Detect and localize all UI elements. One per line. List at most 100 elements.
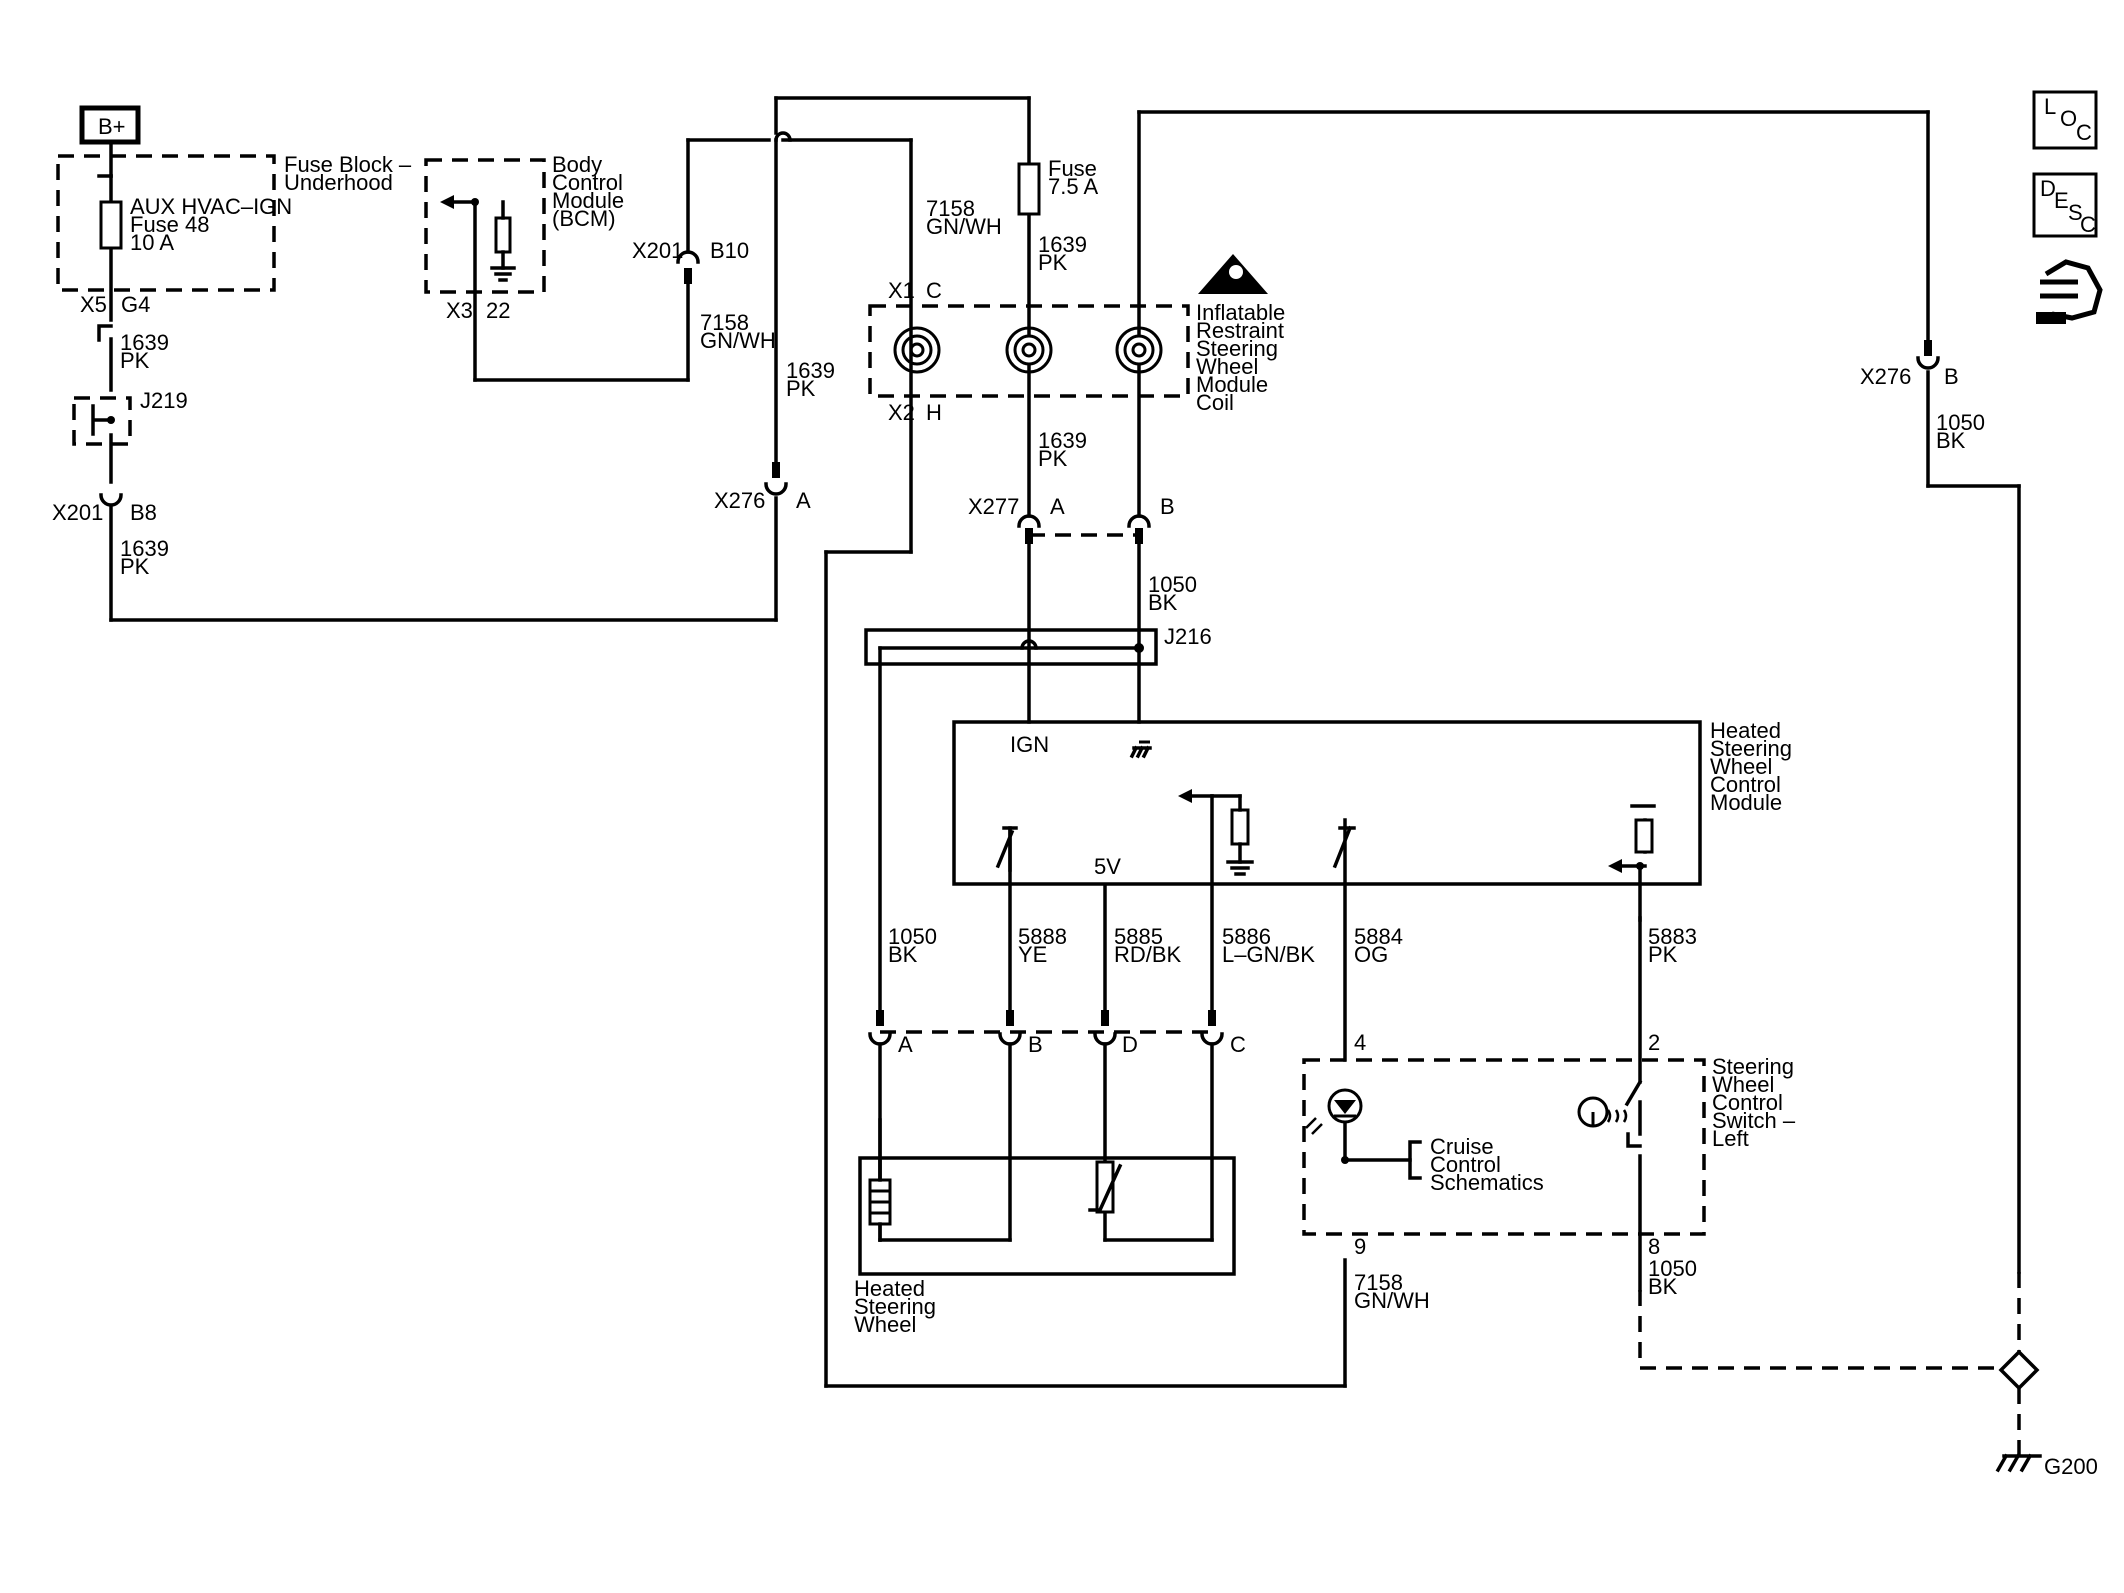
schematic-label: IGN — [1010, 732, 1049, 757]
schematic-label: Heated — [1710, 718, 1781, 743]
schematic-label: Control — [1430, 1152, 1501, 1177]
hsw-conn-a-icon — [868, 1032, 892, 1046]
schematic-label: 1050 — [1936, 410, 1985, 435]
x276-b-connector-icon — [1916, 356, 1940, 370]
schematic-label: A — [796, 488, 811, 513]
schematic-label: Steering — [1712, 1054, 1794, 1079]
schematic-label: PK — [120, 348, 150, 373]
schematic-label: X201 — [632, 238, 683, 263]
schematic-label: 1639 — [120, 536, 169, 561]
schematic-label: Wheel — [1710, 754, 1772, 779]
description-icon — [2032, 172, 2098, 238]
switch-left-box — [1302, 1058, 1706, 1236]
schematic-label: B10 — [710, 238, 749, 263]
x5-contact-icon — [97, 324, 113, 342]
schematic-label: Coil — [1196, 390, 1234, 415]
schematic-label: 5885 — [1114, 924, 1163, 949]
schematic-label: B — [1028, 1032, 1043, 1057]
fuse-48-icon — [99, 200, 123, 250]
schematic-label: Wheel — [1196, 354, 1258, 379]
schematic-label: PK — [1648, 942, 1678, 967]
schematic-label: Control — [1712, 1090, 1783, 1115]
schematic-label: C — [2076, 120, 2092, 145]
schematic-label: PK — [1038, 250, 1068, 275]
battery-box — [79, 105, 141, 145]
schematic-label: B — [1944, 364, 1959, 389]
fuse-48-name: AUX HVAC–IGN — [130, 194, 292, 219]
schematic-label: Left — [1712, 1126, 1749, 1151]
schematic-label: Control — [1710, 772, 1781, 797]
hsw-conn-c-icon — [1200, 1032, 1224, 1046]
schematic-label: 5886 — [1222, 924, 1271, 949]
text-labels: B+ Fuse Block – Underhood AUX HVAC–IGN F… — [52, 94, 2098, 1479]
fuse-48-number: Fuse 48 — [130, 212, 210, 237]
schematic-label: RD/BK — [1114, 942, 1182, 967]
connector-end-view-icon — [2044, 259, 2103, 321]
schematic-label: 1639 — [120, 330, 169, 355]
fuse-48-rating: 10 A — [130, 230, 174, 255]
schematic-label: Module — [1196, 372, 1268, 397]
schematic-label: BK — [1936, 428, 1966, 453]
schematic-label: BK — [888, 942, 918, 967]
schematic-label: PK — [120, 554, 150, 579]
clockspring-coil-icons — [893, 326, 1163, 374]
x201-b8-connector-icon — [99, 493, 123, 507]
g4-label: G4 — [121, 292, 150, 317]
x277-b-connector-icon — [1127, 514, 1151, 528]
schematic-label: 4 — [1354, 1030, 1366, 1055]
schematic-label: PK — [1038, 446, 1068, 471]
ground-g200-label: G200 — [2044, 1454, 2098, 1479]
schematic-label: Fuse — [1048, 156, 1097, 181]
x277-a-connector-icon — [1017, 514, 1041, 528]
hsw-conn-b-icon — [998, 1032, 1022, 1046]
heated-wheel-box — [858, 1156, 1236, 1276]
schematic-label: Steering — [1196, 336, 1278, 361]
schematic-label: Inflatable — [1196, 300, 1285, 325]
fuse-block-label-2: Underhood — [284, 170, 393, 195]
schematic-label: Heated — [854, 1276, 925, 1301]
module-switch-5884-icon — [1332, 825, 1356, 869]
schematic-label: Body — [552, 152, 602, 177]
schematic-label: H — [926, 400, 942, 425]
x276-a-connector-icon — [764, 482, 788, 496]
j216-box — [864, 628, 1158, 666]
schematic-label: GN/WH — [700, 328, 776, 353]
module-switch-5888-icon — [995, 826, 1018, 872]
location-icon — [2032, 90, 2098, 150]
schematic-label: A — [898, 1032, 913, 1057]
schematic-label: B8 — [130, 500, 157, 525]
schematic-label: L–GN/BK — [1222, 942, 1315, 967]
schematic-label: 5884 — [1354, 924, 1403, 949]
schematic-label: OG — [1354, 942, 1388, 967]
schematic-label: Schematics — [1430, 1170, 1544, 1195]
x5-label: X5 — [80, 292, 107, 317]
module-ground-icon — [1129, 745, 1152, 759]
schematic-label: 1639 — [1038, 428, 1087, 453]
thermistor-icon — [1095, 1160, 1115, 1214]
wire-lines — [97, 96, 2021, 1388]
schematic-label: Control — [552, 170, 623, 195]
bcm-box — [424, 158, 546, 294]
schematic-label: Steering — [854, 1294, 936, 1319]
schematic-label: 7158 — [700, 310, 749, 335]
schematic-label: X3 — [446, 298, 473, 323]
schematic-label: D — [1122, 1032, 1138, 1057]
schematic-label: BK — [1148, 590, 1178, 615]
schematic-label: 1050 — [1648, 1256, 1697, 1281]
schematic-label: Steering — [1710, 736, 1792, 761]
schematic-label: PK — [786, 376, 816, 401]
schematic-label: 1050 — [1148, 572, 1197, 597]
schematic-label: B — [1160, 494, 1175, 519]
schematic-label: X276 — [1860, 364, 1911, 389]
schematic-label: S — [2068, 200, 2083, 225]
schematic-label: 1050 — [888, 924, 937, 949]
schematic-label: 2 — [1648, 1030, 1660, 1055]
schematic-label: X277 — [968, 494, 1019, 519]
schematic-label: X2 — [888, 400, 915, 425]
schematic-label: 1639 — [1038, 232, 1087, 257]
schematic-label: D — [2040, 176, 2056, 201]
schematic-label: L — [2044, 94, 2056, 119]
coil-box — [868, 304, 1190, 398]
schematic-label: YE — [1018, 942, 1047, 967]
schematic-label: X276 — [714, 488, 765, 513]
